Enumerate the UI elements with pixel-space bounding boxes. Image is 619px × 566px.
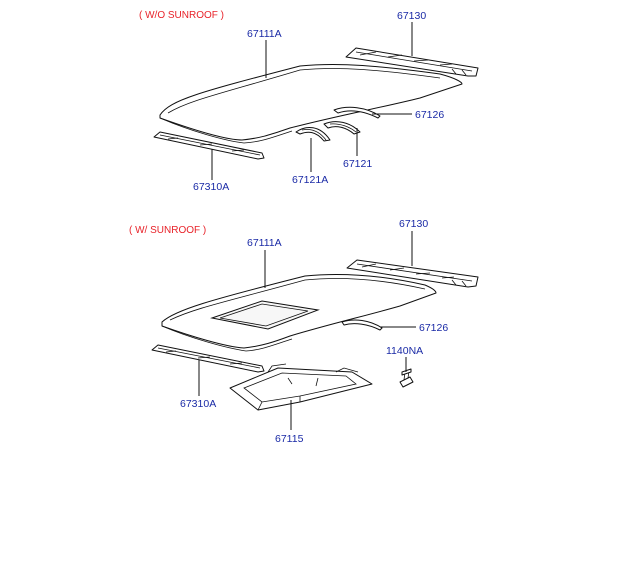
callout-roof-bow-rear-sunroof: 67126: [419, 322, 448, 334]
roof-bow-front-part: [295, 127, 331, 142]
section-title-without-sunroof: ( W/O SUNROOF ): [139, 10, 224, 21]
callout-roof-bow-center: 67121: [343, 158, 372, 170]
roof-panel-part: [159, 63, 463, 144]
front-rail-part: [153, 131, 265, 160]
callout-front-rail: 67310A: [193, 181, 229, 193]
callout-roof-bow-rear: 67126: [415, 109, 444, 121]
callout-roof-panel: 67111A: [247, 28, 282, 40]
front-rail-sunroof-part: [151, 344, 265, 373]
rear-rail-part: [345, 47, 479, 77]
callout-rear-rail-sunroof: 67130: [399, 218, 428, 230]
callout-bolt: 1140NA: [386, 345, 423, 357]
callout-roof-panel-sunroof: 67111A: [247, 237, 282, 249]
roof-panel-sunroof-part: [161, 273, 437, 352]
section-with-sunroof: ( W/ SUNROOF ): [129, 218, 479, 445]
roof-bow-center-part: [323, 121, 361, 135]
section-title-with-sunroof: ( W/ SUNROOF ): [129, 225, 206, 236]
roof-bow-rear-part: [333, 106, 381, 119]
callout-rear-rail: 67130: [397, 10, 426, 22]
callout-sunroof-frame: 67115: [275, 433, 304, 445]
sunroof-frame-part: [229, 363, 373, 411]
roof-bow-rear-sunroof-part: [341, 319, 383, 331]
callout-roof-bow-front: 67121A: [292, 174, 328, 186]
callout-front-rail-sunroof: 67310A: [180, 398, 216, 410]
section-without-sunroof: ( W/O SUNROOF ): [139, 10, 479, 193]
rear-rail-sunroof-part: [346, 259, 479, 288]
